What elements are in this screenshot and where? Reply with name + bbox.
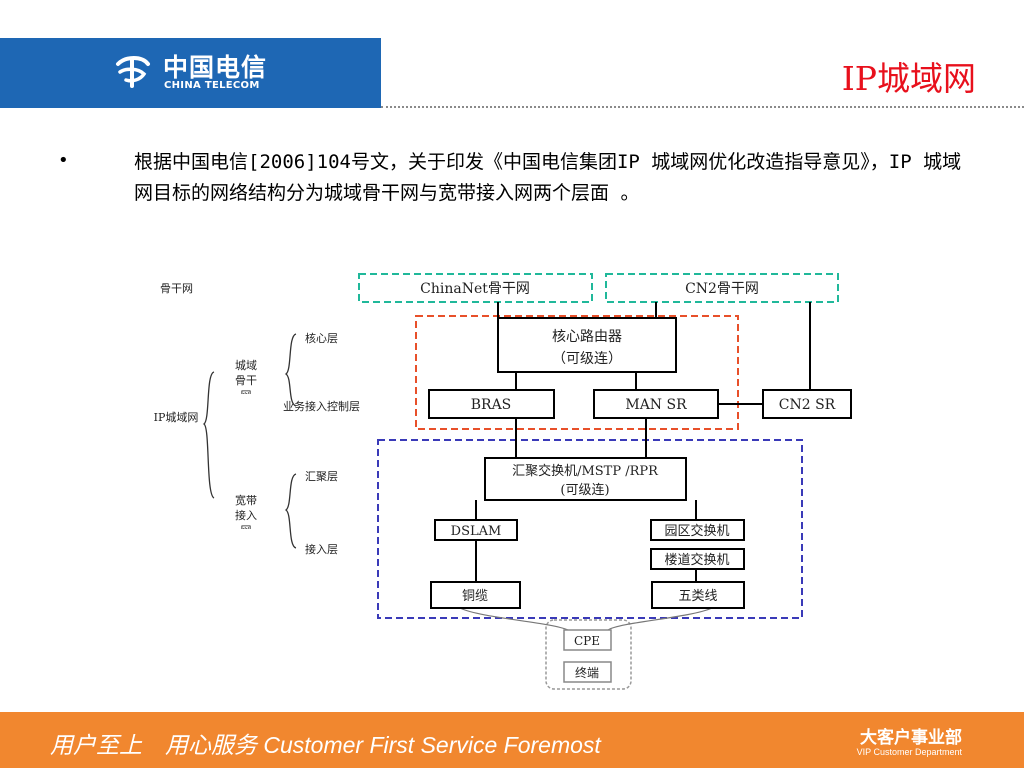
cat5-label: 五类线 bbox=[678, 589, 717, 604]
terminal-box bbox=[563, 661, 612, 683]
cn2-sr-box bbox=[762, 389, 852, 419]
copper-label: 铜缆 bbox=[462, 588, 488, 604]
copper-box bbox=[430, 581, 521, 609]
terminal-label: 终端 bbox=[575, 665, 599, 680]
dslam-label: DSLAM bbox=[451, 524, 502, 539]
logo-band: 中国电信 CHINA TELECOM bbox=[0, 38, 381, 108]
aggregation-note: (可级连) bbox=[560, 482, 609, 498]
cn2-region bbox=[605, 273, 839, 303]
core-router-note: （可级连） bbox=[552, 351, 622, 367]
bullet-text: 根据中国电信[2006]104号文，关于印发《中国电信集团IP 城域网优化改造指… bbox=[134, 151, 962, 204]
man-sr-box bbox=[593, 389, 719, 419]
tree-broadband-access: 宽带接入网 bbox=[235, 494, 257, 529]
metro-brace bbox=[284, 333, 297, 407]
building-switch-label: 楼道交换机 bbox=[664, 552, 729, 568]
metro-backbone-region bbox=[415, 315, 739, 430]
bullet-marker: • bbox=[58, 150, 69, 171]
footer-slogan: 用户至上 用心服务 Customer First Service Foremos… bbox=[50, 732, 601, 758]
cn2-sr-label: CN2 SR bbox=[779, 397, 836, 413]
building-switch-box bbox=[650, 548, 745, 570]
china-telecom-logo-icon bbox=[116, 56, 150, 88]
man-sr-label: MAN SR bbox=[625, 397, 687, 413]
tree-root: IP城域网 bbox=[153, 411, 199, 424]
logo-chinese-text: 中国电信 bbox=[163, 53, 268, 82]
footer-department-cn: 大客户事业部 bbox=[860, 728, 962, 748]
chinanet-region bbox=[358, 273, 593, 303]
logo-english-text: CHINA TELECOM bbox=[164, 80, 260, 91]
tree-backbone-label: 骨干网 bbox=[160, 282, 193, 295]
tree-metro-backbone: 城域骨干网 bbox=[235, 359, 257, 394]
root-brace bbox=[202, 371, 215, 499]
footer-bar: 用户至上 用心服务 Customer First Service Foremos… bbox=[0, 712, 1024, 768]
footer-department-en: VIP Customer Department bbox=[856, 747, 962, 757]
cpe-box bbox=[563, 629, 612, 651]
access-brace bbox=[284, 473, 297, 549]
bras-label: BRAS bbox=[471, 397, 512, 413]
slide-title: IP城域网 bbox=[841, 59, 976, 98]
cat5-box bbox=[651, 581, 745, 609]
header-divider bbox=[381, 106, 1024, 108]
tree-core-layer: 核心层 bbox=[305, 331, 338, 345]
bras-box bbox=[428, 389, 555, 419]
aggregation-switch-box bbox=[484, 457, 687, 501]
tree-access-layer: 接入层 bbox=[305, 543, 338, 556]
tree-aggregation-layer: 汇聚层 bbox=[305, 470, 338, 483]
aggregation-switch-label: 汇聚交换机/MSTP /RPR bbox=[512, 463, 659, 479]
tree-service-control-layer: 业务接入控制层 bbox=[283, 399, 360, 413]
dslam-box bbox=[434, 519, 518, 541]
broadband-access-region bbox=[377, 439, 803, 619]
campus-switch-box bbox=[650, 519, 745, 541]
cn2-backbone-label: CN2骨干网 bbox=[685, 281, 759, 297]
cpe-label: CPE bbox=[574, 634, 600, 648]
chinanet-label: ChinaNet骨干网 bbox=[420, 281, 530, 297]
core-router-label: 核心路由器 bbox=[552, 329, 622, 345]
campus-switch-label: 园区交换机 bbox=[664, 523, 729, 539]
core-router-box bbox=[497, 317, 677, 373]
